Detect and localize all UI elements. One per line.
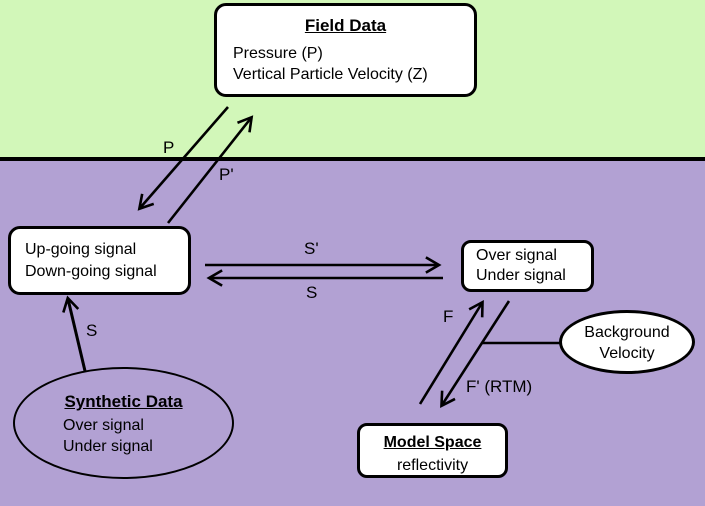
field-data-box: Field Data Pressure (P) Vertical Particl…: [214, 3, 477, 97]
arrow-label-s: S: [306, 283, 318, 302]
arrow-label-s-synthetic: S: [86, 321, 98, 340]
background-velocity-line-1: Background: [584, 324, 670, 341]
arrow-s-synthetic-up: [62, 295, 87, 372]
arrow-label-s-prime: S': [304, 239, 319, 258]
overunder-signal-box: Over signal Under signal: [461, 240, 594, 292]
synthetic-data-ellipse: Synthetic Data Over signal Under signal: [13, 367, 234, 479]
arrow-label-p: P: [163, 138, 175, 157]
updown-signal-box: Up-going signal Down-going signal: [8, 226, 191, 295]
overunder-line-under: Under signal: [476, 267, 566, 284]
updown-line-down: Down-going signal: [25, 262, 157, 280]
background-velocity-ellipse: Background Velocity: [559, 310, 695, 374]
arrow-label-f: F: [443, 307, 454, 326]
field-data-line-velocity: Vertical Particle Velocity (Z): [233, 66, 428, 83]
synthetic-data-line-over: Over signal: [63, 417, 144, 434]
field-data-title: Field Data: [304, 16, 387, 35]
updown-line-up: Up-going signal: [25, 240, 137, 258]
overunder-line-over: Over signal: [476, 247, 557, 264]
synthetic-data-title: Synthetic Data: [64, 392, 183, 411]
model-space-line-reflectivity: reflectivity: [396, 457, 469, 474]
field-data-line-pressure: Pressure (P): [233, 45, 323, 62]
model-space-title: Model Space: [383, 434, 482, 451]
arrow-label-p-prime: P': [219, 165, 234, 184]
surface-divider-line: [0, 157, 705, 161]
synthetic-data-line-under: Under signal: [63, 438, 153, 455]
arrow-label-f-prime-rtm: F' (RTM): [466, 377, 533, 396]
arrow-f-up: [418, 299, 484, 405]
arrow-p-down: [137, 106, 229, 211]
model-space-box: Model Space reflectivity: [357, 423, 508, 478]
background-velocity-line-2: Velocity: [599, 345, 655, 362]
arrow-p-prime-up: [166, 115, 254, 224]
arrow-f-prime-down: [440, 300, 511, 409]
